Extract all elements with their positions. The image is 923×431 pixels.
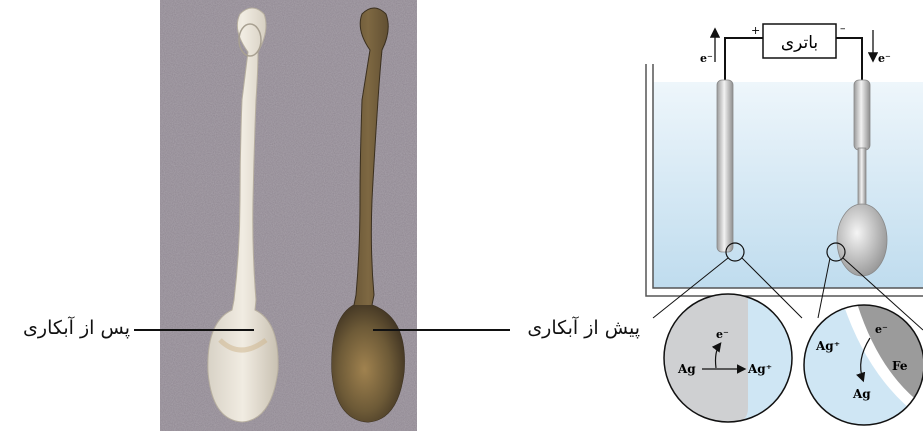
after-plating-label: پس از آبکاری xyxy=(23,317,130,339)
electron-left-label: e⁻ xyxy=(700,52,713,65)
zoom-right-electron: e⁻ xyxy=(875,323,888,336)
zoom-left-electron: e⁻ xyxy=(716,328,729,341)
after-plating-leader xyxy=(134,329,254,331)
zoom-right-fe: Fe xyxy=(892,359,908,373)
zoom-anode: Ag Ag⁺ e⁻ xyxy=(660,290,800,430)
battery-minus: – xyxy=(840,22,846,35)
before-plating-leader xyxy=(373,329,510,331)
zoom-cathode: Ag⁺ e⁻ Fe Ag xyxy=(800,300,923,430)
zoom-right-ag-ion: Ag⁺ xyxy=(815,339,840,353)
battery-plus: + xyxy=(751,24,760,37)
silver-anode xyxy=(717,80,733,252)
battery-label: باتری xyxy=(781,33,818,53)
electroplating-diagram: باتری + – e⁻ e⁻ Ag Ag⁺ e⁻ xyxy=(620,0,923,431)
electron-right-label: e⁻ xyxy=(878,52,891,65)
zoom-left-ag-atom: Ag xyxy=(677,362,696,376)
zoom-right-ag-atom: Ag xyxy=(852,387,871,401)
zoom-left-ag-ion: Ag⁺ xyxy=(747,362,772,376)
spoons-photo xyxy=(160,0,417,431)
